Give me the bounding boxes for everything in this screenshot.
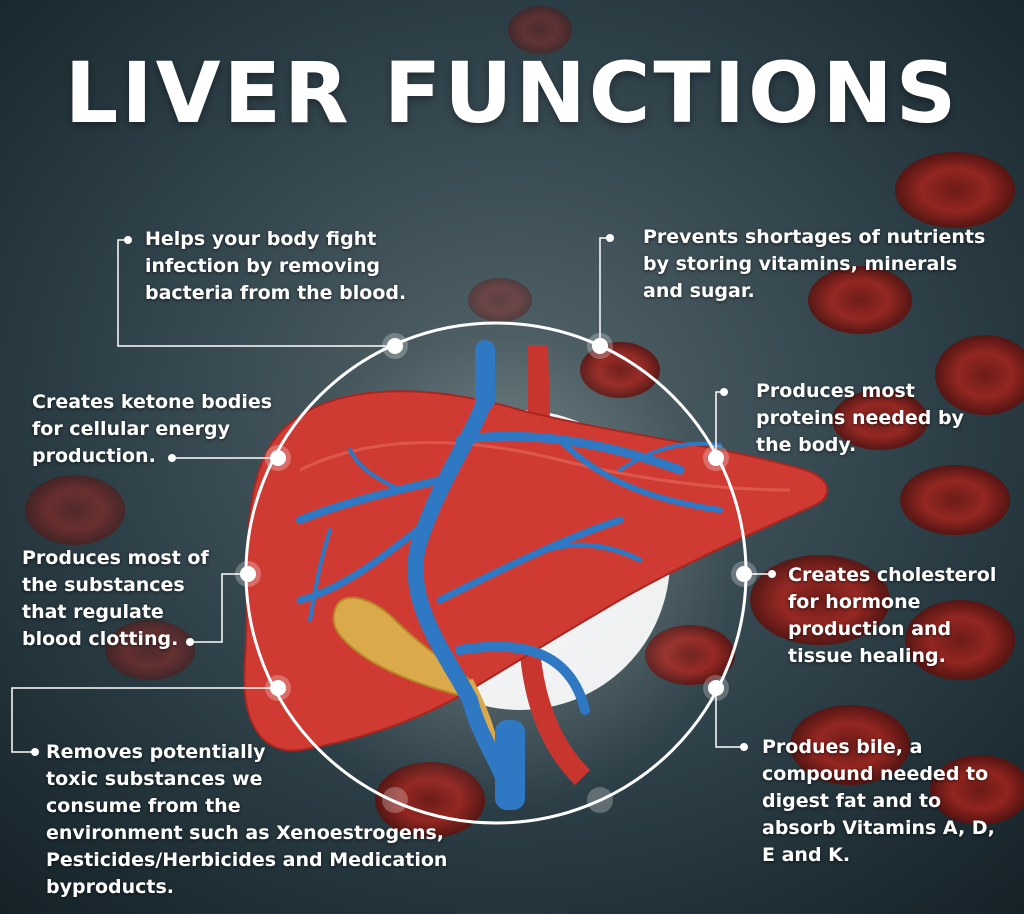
function-label-nutrient-storage: Prevents shortages of nutrients by stori… bbox=[643, 226, 986, 302]
page-title: LIVER FUNCTIONS bbox=[64, 44, 960, 142]
vena-cava-icon bbox=[495, 720, 525, 810]
function-label-bile: Produes bile, a compound needed to diges… bbox=[762, 736, 995, 866]
function-label-detoxification: Removes potentially toxic substances we … bbox=[46, 741, 448, 898]
ring-nodes bbox=[235, 333, 757, 813]
function-label-infection: Helps your body fight infection by remov… bbox=[145, 228, 407, 304]
function-label-cholesterol: Creates cholesterol for hormone producti… bbox=[788, 564, 997, 667]
function-label-ketone-bodies: Creates ketone bodies for cellular energ… bbox=[32, 391, 273, 467]
function-label-proteins: Produces most proteins needed by the bod… bbox=[756, 380, 964, 456]
aorta bbox=[528, 345, 550, 420]
function-label-blood-clotting: Produces most of the substances that reg… bbox=[22, 547, 209, 650]
lower-artery bbox=[520, 650, 590, 785]
label-bullets bbox=[31, 234, 776, 756]
blood-cells bbox=[25, 6, 1024, 838]
